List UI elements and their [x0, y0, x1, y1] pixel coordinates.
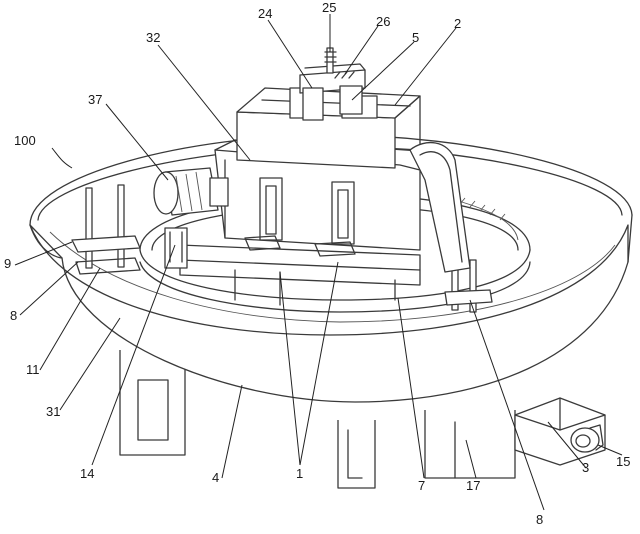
label-100: 100 [14, 133, 36, 148]
label-32: 32 [146, 30, 160, 45]
label-37: 37 [88, 92, 102, 107]
label-31: 31 [46, 404, 60, 419]
label-26: 26 [376, 14, 390, 29]
label-14: 14 [80, 466, 94, 481]
label-3: 3 [582, 460, 589, 475]
label-4: 4 [212, 470, 219, 485]
motor [153, 167, 229, 216]
label-17: 17 [466, 478, 480, 493]
label-15: 15 [616, 454, 630, 469]
leader-lines [14, 14, 623, 511]
label-8-left: 8 [10, 308, 17, 323]
labels: 100 32 37 24 25 26 5 2 9 8 11 31 14 4 1 … [4, 0, 630, 527]
top-clamp [299, 47, 366, 121]
upper-housing [236, 87, 421, 169]
label-9: 9 [4, 256, 11, 271]
label-11: 11 [26, 362, 40, 377]
label-1: 1 [296, 466, 303, 481]
label-24: 24 [258, 6, 272, 21]
label-25: 25 [322, 0, 336, 15]
label-7: 7 [418, 478, 425, 493]
label-8-right: 8 [536, 512, 543, 527]
post-clamps [71, 184, 493, 313]
support-legs [119, 350, 606, 489]
chute [409, 141, 471, 273]
label-5: 5 [412, 30, 419, 45]
label-2: 2 [454, 16, 461, 31]
